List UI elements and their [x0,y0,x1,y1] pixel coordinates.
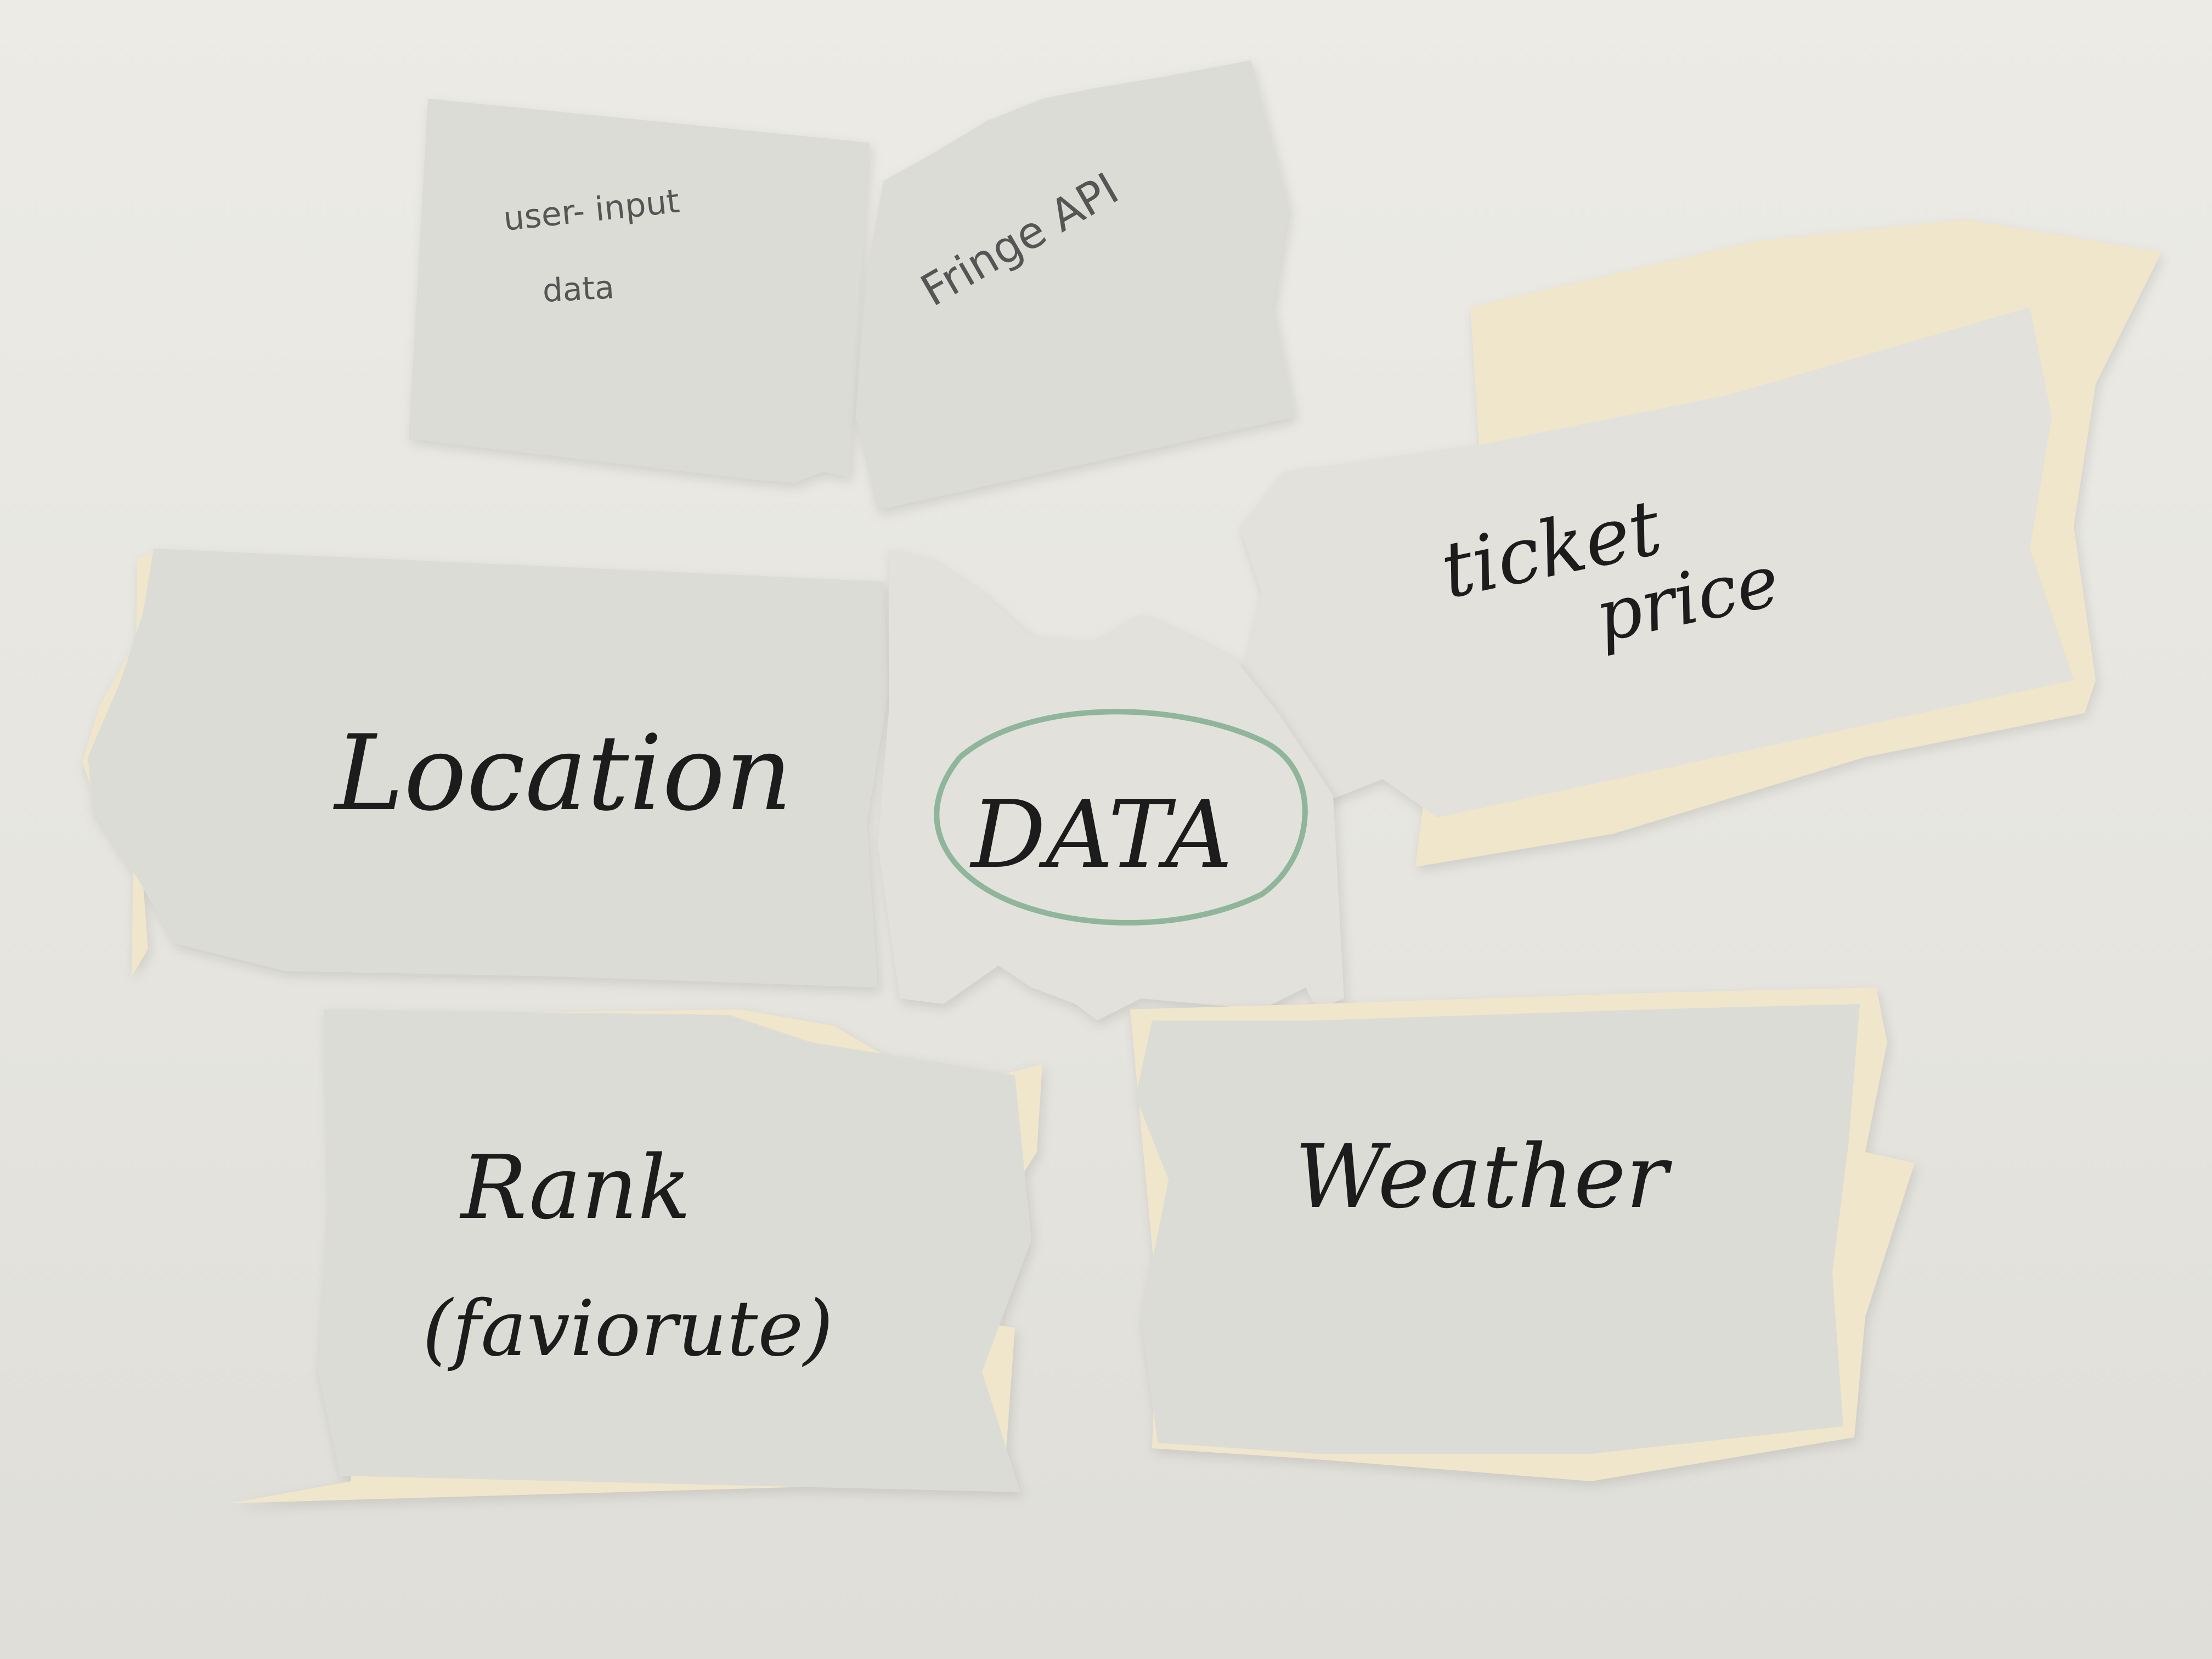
user-input-data-note: user- input data [409,99,870,483]
rank-label-line1: Rank [459,1136,691,1239]
ticket-price-note: ticket price [1240,219,2162,867]
data-circle [934,709,1308,926]
rank-label-line2: (faviorute) [422,1284,833,1374]
rank-note: Rank (faviorute) [230,1009,1042,1503]
data-note: DATA [878,549,1344,1020]
user-input-label-line2: data [541,268,615,309]
location-label: Location [333,713,792,834]
weather-note: Weather [1130,988,1915,1481]
weather-label: Weather [1295,1125,1673,1228]
fringe-api-note: Fringe API [856,60,1295,510]
data-label: DATA [969,781,1233,889]
location-note: Location [82,549,889,988]
